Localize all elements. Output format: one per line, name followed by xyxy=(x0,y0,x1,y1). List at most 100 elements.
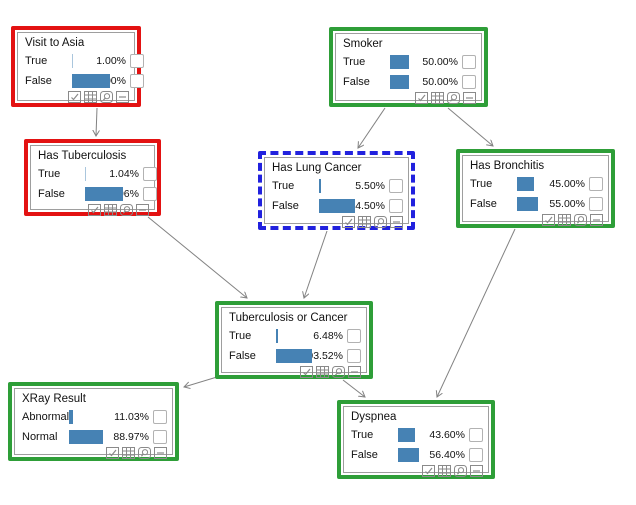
probability-bar-track xyxy=(390,55,414,69)
state-label: False xyxy=(38,188,65,200)
state-percentage: 50.00% xyxy=(422,56,458,68)
magnifier-icon[interactable] xyxy=(120,204,133,216)
probability-bar xyxy=(85,167,86,181)
state-checkbox[interactable] xyxy=(153,410,167,424)
magnifier-icon[interactable] xyxy=(100,91,113,103)
magnifier-icon[interactable] xyxy=(374,216,387,228)
magnifier-icon[interactable] xyxy=(138,447,151,459)
minus-icon[interactable] xyxy=(463,92,476,104)
minus-icon[interactable] xyxy=(348,366,361,378)
grid-icon[interactable] xyxy=(438,465,451,477)
magnifier-icon[interactable] xyxy=(574,214,587,226)
state-percentage: 56.40% xyxy=(429,449,465,461)
probability-bar xyxy=(517,197,538,211)
state-checkbox[interactable] xyxy=(347,329,361,343)
node-toolbar xyxy=(336,92,481,107)
state-percentage: 1.04% xyxy=(109,168,139,180)
state-percentage: 1.00% xyxy=(96,55,126,67)
state-row: True 1.00% xyxy=(18,51,144,71)
probability-bar xyxy=(319,179,322,193)
state-percentage: 43.60% xyxy=(429,429,465,441)
node-panel: Smoker True 50.00% False 50.00% xyxy=(335,33,482,104)
node-has-bronchitis[interactable]: Has Bronchitis True 45.00% False 55.00% xyxy=(456,149,615,228)
state-row: True 45.00% xyxy=(463,174,608,194)
node-states: Abnormal 11.03% Normal 88.97% xyxy=(15,407,172,447)
state-checkbox[interactable] xyxy=(589,177,603,191)
state-percentage: 93.52% xyxy=(307,350,343,362)
state-checkbox[interactable] xyxy=(469,428,483,442)
state-checkbox[interactable] xyxy=(462,75,476,89)
check-icon[interactable] xyxy=(88,204,101,216)
node-title: Visit to Asia xyxy=(25,37,85,49)
state-checkbox[interactable] xyxy=(143,167,157,181)
state-label: False xyxy=(229,350,256,362)
node-panel: XRay Result Abnormal 11.03% Normal 88.97… xyxy=(14,388,173,459)
grid-icon[interactable] xyxy=(316,366,329,378)
check-icon[interactable] xyxy=(542,214,555,226)
minus-icon[interactable] xyxy=(154,447,167,459)
state-checkbox[interactable] xyxy=(469,448,483,462)
check-icon[interactable] xyxy=(106,447,119,459)
state-checkbox[interactable] xyxy=(153,430,167,444)
state-label: True xyxy=(351,429,374,441)
check-icon[interactable] xyxy=(300,366,313,378)
node-has-lung-cancer[interactable]: Has Lung Cancer True 5.50% False 94.50% xyxy=(258,151,415,230)
state-checkbox[interactable] xyxy=(589,197,603,211)
probability-bar xyxy=(517,177,535,191)
probability-bar xyxy=(390,55,409,69)
node-dyspnea[interactable]: Dyspnea True 43.60% False 56.40% xyxy=(337,400,495,479)
edge-smoker-to-has-lung-cancer xyxy=(358,107,386,148)
state-label: True xyxy=(343,56,366,68)
node-title: XRay Result xyxy=(22,393,86,405)
state-row: True 1.04% xyxy=(31,164,157,184)
magnifier-icon[interactable] xyxy=(454,465,467,477)
magnifier-icon[interactable] xyxy=(447,92,460,104)
state-checkbox[interactable] xyxy=(143,187,157,201)
grid-icon[interactable] xyxy=(84,91,97,103)
state-row: Normal 88.97% xyxy=(15,427,172,447)
state-row: True 50.00% xyxy=(336,52,481,72)
state-checkbox[interactable] xyxy=(389,179,403,193)
check-icon[interactable] xyxy=(68,91,81,103)
grid-icon[interactable] xyxy=(431,92,444,104)
state-row: False 98.96% xyxy=(31,184,157,204)
check-icon[interactable] xyxy=(415,92,428,104)
minus-icon[interactable] xyxy=(136,204,149,216)
edge-tuberculosis-or-cancer-to-xray-result xyxy=(184,376,218,387)
state-checkbox[interactable] xyxy=(389,199,403,213)
grid-icon[interactable] xyxy=(122,447,135,459)
node-toolbar xyxy=(222,366,366,381)
probability-bar-track xyxy=(398,448,421,462)
node-states: True 1.00% False 99.00% xyxy=(18,51,144,91)
state-checkbox[interactable] xyxy=(462,55,476,69)
state-percentage: 88.97% xyxy=(113,431,149,443)
probability-bar-track xyxy=(319,179,341,193)
state-checkbox[interactable] xyxy=(347,349,361,363)
probability-bar xyxy=(276,349,312,363)
minus-icon[interactable] xyxy=(116,91,129,103)
minus-icon[interactable] xyxy=(590,214,603,226)
node-title: Smoker xyxy=(343,38,383,50)
grid-icon[interactable] xyxy=(104,204,117,216)
node-tuberculosis-or-cancer[interactable]: Tuberculosis or Cancer True 6.48% False … xyxy=(215,301,373,379)
state-checkbox[interactable] xyxy=(130,54,144,68)
node-xray-result[interactable]: XRay Result Abnormal 11.03% Normal 88.97… xyxy=(8,382,179,461)
node-smoker[interactable]: Smoker True 50.00% False 50.00% xyxy=(329,27,488,107)
state-row: False 94.50% xyxy=(265,196,408,216)
grid-icon[interactable] xyxy=(558,214,571,226)
state-label: True xyxy=(25,55,48,67)
state-label: Abnormal xyxy=(22,411,70,423)
state-checkbox[interactable] xyxy=(130,74,144,88)
probability-bar-track xyxy=(398,428,421,442)
check-icon[interactable] xyxy=(342,216,355,228)
minus-icon[interactable] xyxy=(390,216,403,228)
node-has-tuberculosis[interactable]: Has Tuberculosis True 1.04% False 98.96% xyxy=(24,139,161,216)
minus-icon[interactable] xyxy=(470,465,483,477)
grid-icon[interactable] xyxy=(358,216,371,228)
node-visit-to-asia[interactable]: Visit to Asia True 1.00% False 99.00% xyxy=(11,26,144,107)
node-panel: Has Tuberculosis True 1.04% False 98.96% xyxy=(30,145,157,216)
check-icon[interactable] xyxy=(422,465,435,477)
state-label: False xyxy=(343,76,370,88)
magnifier-icon[interactable] xyxy=(332,366,345,378)
